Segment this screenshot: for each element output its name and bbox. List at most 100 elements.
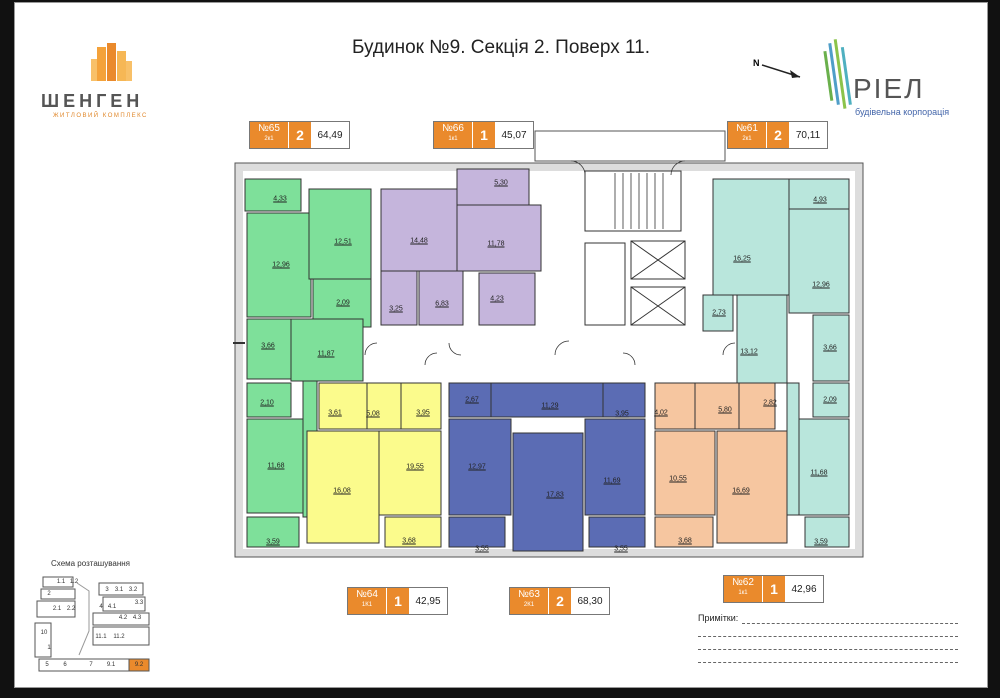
apartment-number: №64 [356,589,378,600]
room-count: 2 [766,122,789,148]
apartment-tag-62[interactable]: №62 1к1 1 42,96 [723,575,824,603]
apartment-area: 42,95 [415,595,441,607]
apartment-type: 2К1 [523,602,535,608]
room-area: 16,25 [733,255,751,263]
room-area: 11,69 [603,477,621,485]
scheme-label: 3.1 [114,587,124,593]
room-area: 2,82 [763,399,777,407]
scheme-label: 4.3 [132,615,142,621]
room-area: 3,55 [475,545,489,553]
room-area: 11,29 [541,402,559,410]
room-area: 11,78 [487,240,505,248]
apartment-tag-65[interactable]: №65 2к1 2 64,49 [249,121,350,149]
room-area: 11,87 [317,350,335,358]
room-area: 3,66 [261,342,275,350]
notes-line[interactable] [698,662,958,663]
room-area: 3,95 [416,409,430,417]
apartment-area: 64,49 [317,129,343,141]
room-area: 3,61 [328,409,342,417]
room-area: 6,83 [435,300,449,308]
room-area: 3,95 [615,410,629,418]
room-count: 2 [548,588,571,614]
scheme-title: Схема розташування [51,559,131,568]
scheme-label: 2.1 [52,606,62,612]
notes-line[interactable] [742,623,958,624]
apartment-tag-66[interactable]: №66 1к1 1 45,07 [433,121,534,149]
room-area: 5,30 [494,179,508,187]
building-logo-icon [91,43,132,81]
room-area: 3,25 [389,305,403,313]
room-area: 2,73 [712,309,726,317]
logo-right-subtitle: будівельна корпорація [855,107,950,117]
room-count: 2 [288,122,311,148]
scheme-label: 1 [47,645,51,651]
scheme-label: 11.1 [95,634,107,640]
room-area: 11,68 [810,469,828,477]
room-area: 16,69 [732,487,750,495]
scheme-label: 4.2 [118,615,128,621]
room-area: 11,68 [267,462,285,470]
scheme-label: 10 [40,630,48,636]
scheme-label: 4 [99,604,103,610]
room-area: 12,51 [334,238,352,246]
north-arrow-icon [761,64,801,78]
room-area: 2,67 [465,396,479,404]
scheme-label: 11.2 [113,634,125,640]
location-scheme [34,576,150,672]
room-area: 12,96 [272,261,290,269]
room-area: 13,12 [740,348,758,356]
page-title: Будинок №9. Секція 2. Поверх 11. [352,37,650,58]
logo-left-name: ШЕНГЕН [41,91,144,111]
apartment-type: 2к1 [264,136,274,142]
scheme-label: 1.1 [56,579,66,585]
room-area: 4,33 [273,195,287,203]
room-area: 10,55 [669,475,687,483]
notes-line[interactable] [698,649,958,650]
apartment-type: 1к1 [448,136,458,142]
apartment-area: 42,96 [791,583,817,595]
notes-line[interactable] [698,636,958,637]
room-area: 3,68 [678,537,692,545]
apartment-number: №63 [518,589,540,600]
room-area: 12,97 [468,463,486,471]
apartment-area: 45,07 [501,129,527,141]
room-area: 14,48 [410,237,428,245]
apartment-number: №62 [732,577,754,588]
room-count: 1 [762,576,785,602]
riel-logo: РІЕЛ будівельна корпорація [823,37,973,117]
notes-label: Примітки: [698,613,739,623]
scheme-label: 1.2 [69,579,79,585]
apartment-type: 1К1 [361,602,373,608]
logo-right-name: РІЕЛ [853,73,925,104]
room-area: 3,59 [814,538,828,546]
room-area: 16,08 [333,487,351,495]
apartment-area: 70,11 [795,129,821,141]
room-area: 4,23 [490,295,504,303]
apartment-area: 68,30 [577,595,603,607]
room-area: 5,80 [718,406,732,414]
scheme-label: 6 [63,662,67,668]
room-area: 12,96 [812,281,830,289]
apartment-number: №66 [442,123,464,134]
room-area: 4,93 [813,196,827,204]
room-area: 2,09 [336,299,350,307]
north-label: N [753,58,760,68]
scheme-label: 3.3 [134,600,144,606]
floor-plan [233,130,864,558]
scheme-label: 4.1 [107,604,117,610]
room-area: 2,10 [260,399,274,407]
apartment-number: №65 [258,123,280,134]
apartment-number: №61 [736,123,758,134]
scheme-label: 2 [47,591,51,597]
apartment-type: 1к1 [738,590,748,596]
room-area: 17,83 [546,491,564,499]
room-area: 5,08 [366,410,380,418]
scheme-label: 9.2 [134,662,144,668]
room-area: 3,68 [402,537,416,545]
room-area: 4,02 [654,409,668,417]
apartment-tag-63[interactable]: №63 2К1 2 68,30 [509,587,610,615]
floor-plan-sheet: Будинок №9. Секція 2. Поверх 11. ШЕНГЕН … [14,2,988,688]
room-count: 1 [472,122,495,148]
